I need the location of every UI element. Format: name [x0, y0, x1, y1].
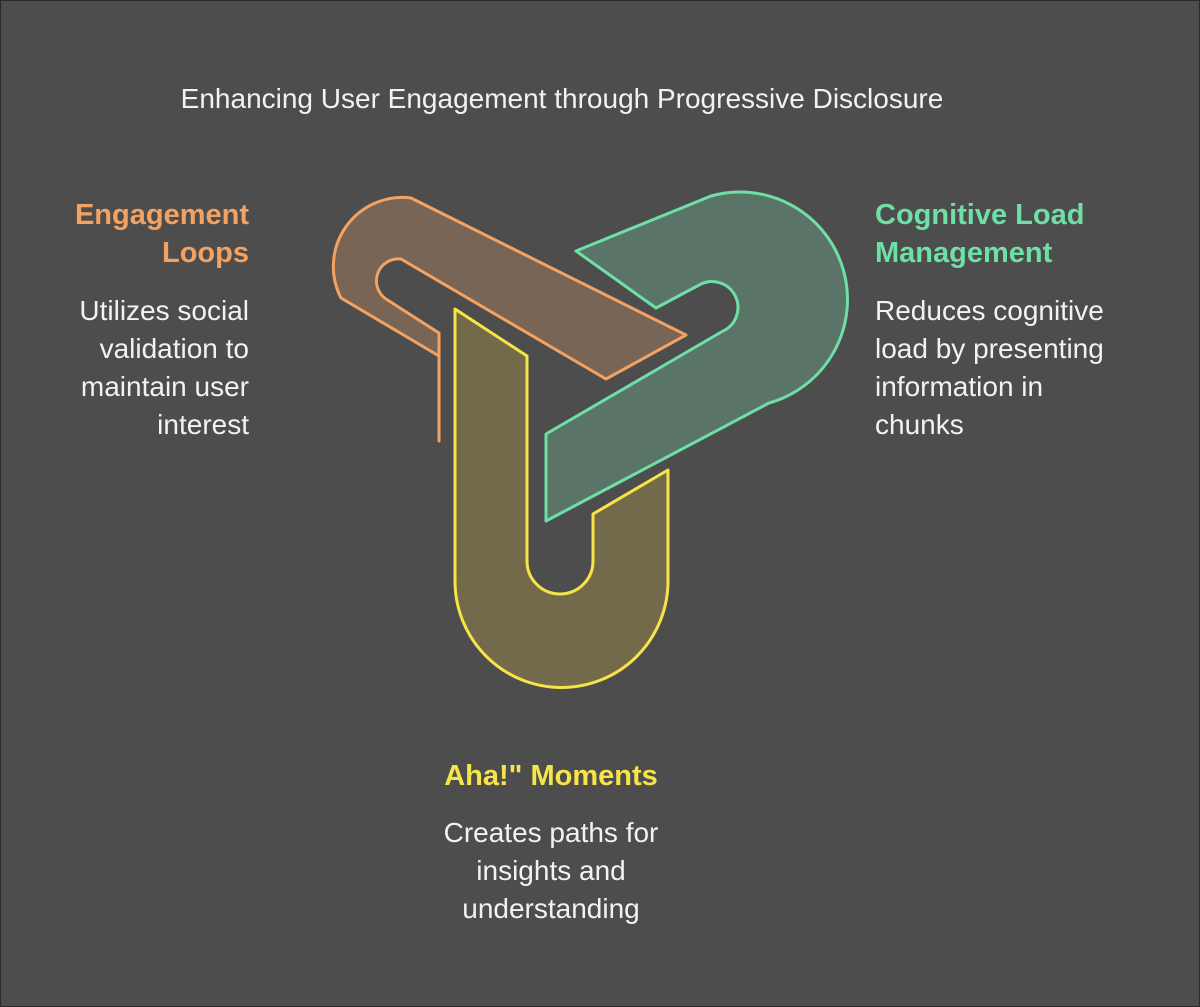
aha-moments-heading: Aha!" Moments — [444, 760, 658, 792]
band-aha-moments — [453, 307, 670, 689]
cognitive-load-description: Reduces cognitive load by presenting inf… — [875, 295, 1104, 440]
band-cognitive-load — [544, 190, 849, 523]
engagement-loops-heading: Engagement Loops — [74, 199, 249, 269]
cognitive-load-heading: Cognitive Load Management — [875, 199, 1085, 269]
engagement-loops-description: Utilizes social validation to maintain u… — [79, 295, 249, 440]
aha-moments-description: Creates paths for insights and understan… — [443, 817, 659, 924]
diagram-title: Enhancing User Engagement through Progre… — [180, 83, 944, 114]
band-engagement-loops — [331, 195, 688, 443]
